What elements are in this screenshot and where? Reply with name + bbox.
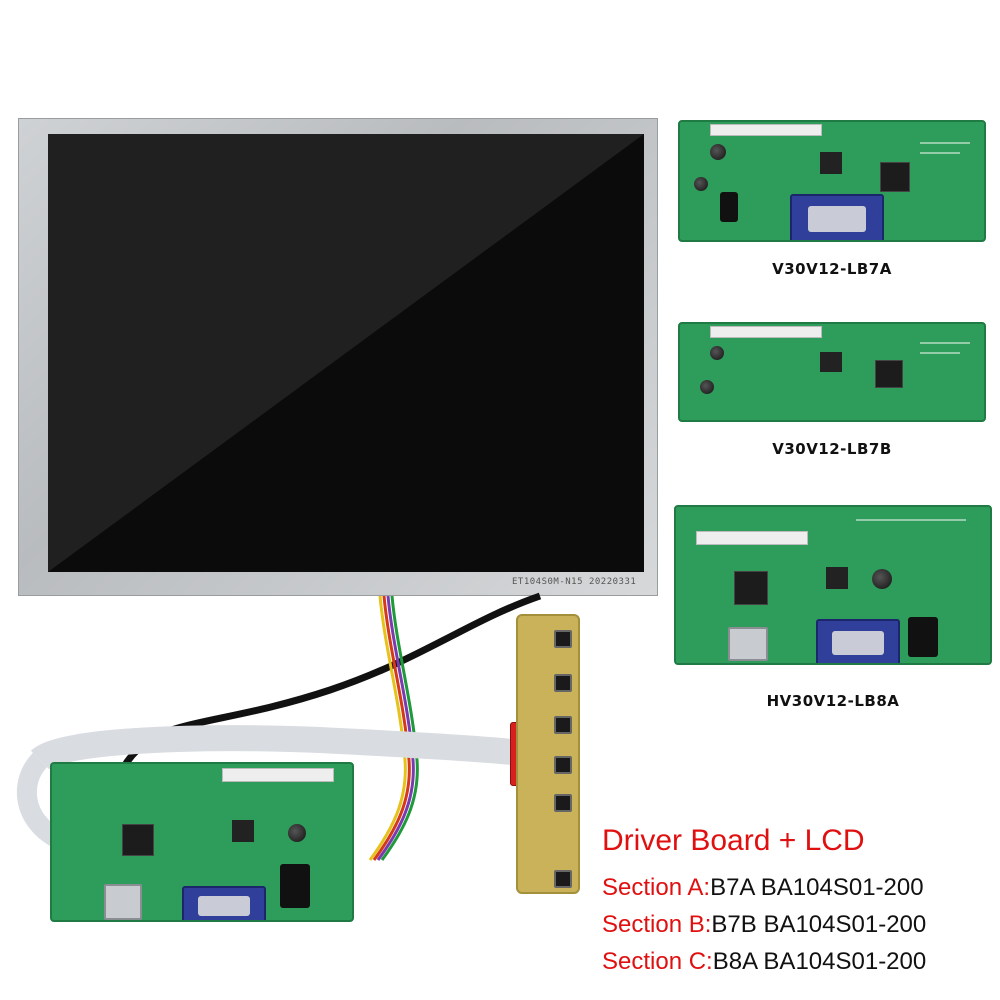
controller-chip bbox=[880, 162, 910, 192]
vga-port bbox=[182, 886, 266, 920]
label-sticker bbox=[222, 768, 334, 782]
section-b: Section B:B7B BA104S01-200 bbox=[602, 911, 926, 939]
driver-board-lb7a bbox=[678, 120, 986, 242]
section-b-name: Section B: bbox=[602, 911, 712, 938]
lvds-connector bbox=[696, 531, 808, 545]
controller-chip bbox=[734, 571, 768, 605]
capacitor bbox=[694, 177, 708, 191]
vga-port bbox=[790, 194, 884, 240]
section-b-value: B7B BA104S01-200 bbox=[711, 911, 927, 938]
key-menu bbox=[554, 674, 572, 692]
section-a-name: Section A: bbox=[602, 874, 711, 901]
keypad-board bbox=[516, 614, 580, 894]
key-auto bbox=[554, 630, 572, 648]
chip bbox=[820, 352, 842, 372]
vga-port bbox=[816, 619, 900, 663]
lvds-connector bbox=[710, 124, 822, 136]
section-c-name: Section C: bbox=[602, 948, 713, 975]
board-label-lb8a: HV30V12-LB8A bbox=[766, 692, 900, 710]
power-jack bbox=[720, 192, 738, 222]
hdmi-port bbox=[728, 627, 768, 661]
power-jack bbox=[280, 864, 310, 908]
driver-board-lb8a bbox=[674, 505, 992, 665]
key-left bbox=[554, 716, 572, 734]
capacitor bbox=[872, 569, 892, 589]
section-a-value: B7A BA104S01-200 bbox=[710, 874, 924, 901]
key-exit bbox=[554, 794, 572, 812]
driver-board-lb7b bbox=[678, 322, 986, 422]
key-right bbox=[554, 756, 572, 774]
section-c: Section C:B8A BA104S01-200 bbox=[602, 948, 926, 976]
capacitor bbox=[710, 346, 724, 360]
capacitor bbox=[288, 824, 306, 842]
board-label-lb7a: V30V12-LB7A bbox=[772, 260, 892, 278]
lcd-panel-label: ET104S0M-N15 20220331 bbox=[512, 577, 637, 587]
capacitor bbox=[710, 144, 726, 160]
section-a: Section A:B7A BA104S01-200 bbox=[602, 874, 924, 902]
key-power bbox=[554, 870, 572, 888]
lvds-connector bbox=[710, 326, 822, 338]
chip bbox=[232, 820, 254, 842]
hdmi-port bbox=[104, 884, 142, 920]
chip bbox=[820, 152, 842, 174]
chip bbox=[826, 567, 848, 589]
caption-title: Driver Board + LCD bbox=[602, 824, 865, 857]
controller-chip bbox=[122, 824, 154, 856]
board-label-lb7b: V30V12-LB7B bbox=[772, 440, 892, 458]
power-jack bbox=[908, 617, 938, 657]
controller-chip bbox=[875, 360, 903, 388]
section-c-value: B8A BA104S01-200 bbox=[712, 948, 927, 975]
driver-board-connected bbox=[50, 762, 354, 922]
capacitor bbox=[700, 380, 714, 394]
lcd-screen bbox=[48, 134, 644, 572]
